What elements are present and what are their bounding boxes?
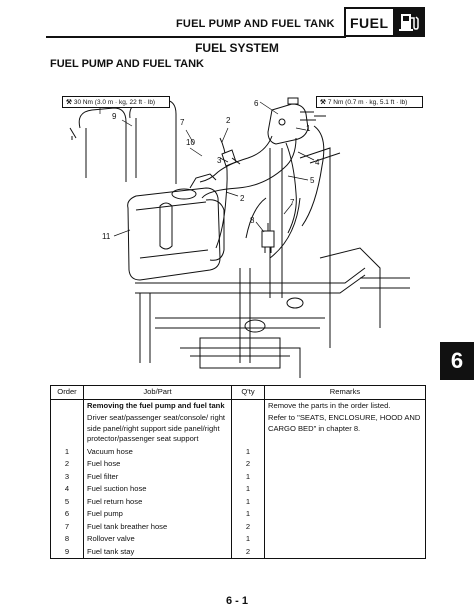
row-order: 1 <box>50 445 84 458</box>
header-rule <box>46 36 346 38</box>
row-order: 3 <box>50 470 84 483</box>
row-remarks <box>264 483 426 496</box>
parts-table: Order Job/Part Q'ty Remarks Removing the… <box>50 385 426 559</box>
callout-8: 8 <box>250 216 255 225</box>
frame-rails <box>135 147 410 378</box>
row-order: 8 <box>50 533 84 546</box>
row-part: Driver seat/passenger seat/console/ righ… <box>83 412 232 446</box>
callout-2b: 2 <box>240 194 245 203</box>
callout-10: 10 <box>186 138 195 147</box>
row-order: 7 <box>50 520 84 533</box>
row-part: Fuel suction hose <box>83 483 232 496</box>
page-header-title: FUEL PUMP AND FUEL TANK <box>176 18 335 30</box>
row-order: 4 <box>50 483 84 496</box>
row-part: Fuel pump <box>83 508 232 521</box>
row-remarks <box>264 445 426 458</box>
subsection-title: FUEL PUMP AND FUEL TANK <box>50 58 205 70</box>
row-order: 2 <box>50 458 84 471</box>
row-remarks <box>264 545 426 559</box>
header-order: Order <box>50 385 84 400</box>
row-qty: 1 <box>231 483 265 496</box>
row-part: Removing the fuel pump and fuel tank <box>83 399 232 412</box>
header-remarks: Remarks <box>264 385 426 400</box>
row-order <box>50 412 84 446</box>
rollover-valve <box>261 223 275 253</box>
table-row: Removing the fuel pump and fuel tank Remo… <box>50 399 426 412</box>
callout-7b: 7 <box>290 198 295 207</box>
wrench-icon: ⚒ <box>320 99 326 106</box>
torque-left-value: 30 Nm (3.0 m · kg, 22 ft · lb) <box>73 99 156 106</box>
row-remarks <box>264 508 426 521</box>
callout-1: 1 <box>306 124 311 133</box>
fuel-pump-icon <box>393 9 423 35</box>
row-order <box>50 399 84 412</box>
row-part: Fuel tank breather hose <box>83 520 232 533</box>
row-qty <box>231 412 265 446</box>
row-part: Fuel hose <box>83 458 232 471</box>
callout-7a: 7 <box>180 118 185 127</box>
callout-9: 9 <box>112 112 117 121</box>
row-remarks <box>264 470 426 483</box>
table-row: Driver seat/passenger seat/console/ righ… <box>50 412 426 446</box>
callout-11: 11 <box>102 232 111 241</box>
fuel-system-diagram: 6 9 7 10 2 3 1 4 5 2 11 8 7 <box>60 88 426 380</box>
table-body: Removing the fuel pump and fuel tank Remo… <box>50 399 426 559</box>
fuel-tank <box>127 173 225 281</box>
row-remarks <box>264 533 426 546</box>
fuel-badge-label: FUEL <box>350 15 389 31</box>
callout-leaders <box>99 101 315 237</box>
row-part: Fuel filter <box>83 470 232 483</box>
row-remarks <box>264 520 426 533</box>
row-order: 5 <box>50 495 84 508</box>
callout-5: 5 <box>310 176 315 185</box>
row-qty: 2 <box>231 545 265 559</box>
section-title: FUEL SYSTEM <box>195 41 279 55</box>
table-header-row: Order Job/Part Q'ty Remarks <box>50 385 426 400</box>
wrench-icon: ⚒ <box>66 99 72 106</box>
row-remarks: Refer to "SEATS, ENCLOSURE, HOOD AND CAR… <box>264 412 426 446</box>
row-qty: 2 <box>231 520 265 533</box>
row-qty: 1 <box>231 533 265 546</box>
row-part: Fuel tank stay <box>83 545 232 559</box>
header-qty: Q'ty <box>231 385 265 400</box>
torque-right-value: 7 Nm (0.7 m · kg, 5.1 ft · lb) <box>327 99 408 106</box>
callout-4: 4 <box>315 158 320 167</box>
fuel-hoses <box>199 115 326 259</box>
row-remarks: Remove the parts in the order listed. <box>264 399 426 412</box>
fuel-filter <box>221 149 241 167</box>
row-remarks <box>264 495 426 508</box>
row-part: Rollover valve <box>83 533 232 546</box>
row-remarks <box>264 458 426 471</box>
row-qty: 2 <box>231 458 265 471</box>
row-order: 6 <box>50 508 84 521</box>
torque-spec-left: ⚒30 Nm (3.0 m · kg, 22 ft · lb) <box>62 96 170 108</box>
row-qty: 1 <box>231 445 265 458</box>
page-number: 6 - 1 <box>225 595 248 607</box>
fuel-chapter-badge: FUEL <box>344 7 425 37</box>
row-part: Vacuum hose <box>83 445 232 458</box>
chapter-tab: 6 <box>440 342 474 380</box>
fuel-tank-stays <box>69 99 177 184</box>
row-qty: 1 <box>231 508 265 521</box>
torque-spec-right: ⚒7 Nm (0.7 m · kg, 5.1 ft · lb) <box>316 96 423 108</box>
row-part: Fuel return hose <box>83 495 232 508</box>
row-qty: 1 <box>231 495 265 508</box>
callout-3: 3 <box>217 156 222 165</box>
callout-2a: 2 <box>226 116 231 125</box>
fuel-pump <box>267 97 316 145</box>
header-job-part: Job/Part <box>83 385 232 400</box>
row-qty <box>231 399 265 412</box>
row-order: 9 <box>50 545 84 559</box>
row-qty: 1 <box>231 470 265 483</box>
callout-6: 6 <box>254 99 259 108</box>
